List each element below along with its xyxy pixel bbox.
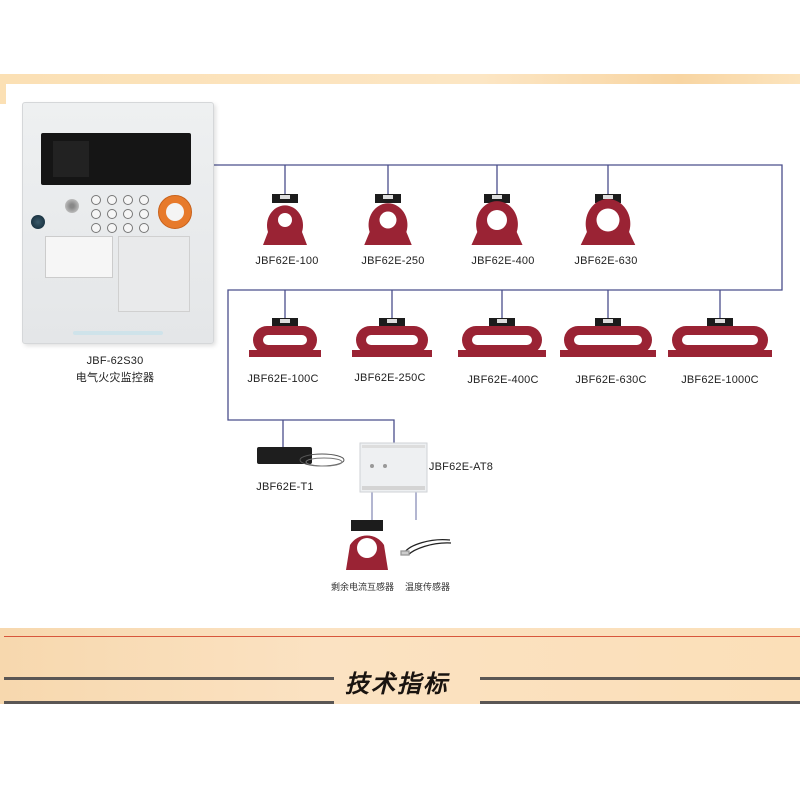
title-rule-left-lower — [4, 701, 334, 704]
oval-ct-image — [560, 318, 656, 357]
speaker-grille — [65, 199, 79, 213]
round-ct-label: JBF62E-100 — [255, 255, 319, 267]
residual-ct-image — [346, 520, 388, 570]
residual-ct-caption: 剩余电流互感器 — [331, 582, 395, 592]
at8-module — [359, 442, 428, 493]
left-decor-band — [0, 74, 6, 104]
controller-name: 电气火灾监控器 — [75, 372, 155, 384]
round-ct-label: JBF62E-250 — [361, 255, 425, 267]
module-drops — [371, 492, 417, 522]
t1-device — [257, 447, 345, 467]
round-ct-label: JBF62E-630 — [574, 255, 638, 267]
round-ct-drops — [284, 165, 609, 196]
oval-ct-label: JBF62E-630C — [575, 374, 647, 386]
front-window — [118, 236, 190, 312]
printer-slot — [45, 236, 113, 278]
oval-ct-image — [352, 318, 432, 357]
oval-ct-label: JBF62E-100C — [247, 373, 319, 385]
oval-ct-image — [668, 318, 772, 357]
oval-ct-image — [249, 318, 321, 357]
round-ct-image — [364, 194, 412, 245]
brand-strip — [73, 331, 163, 335]
oval-ct-label: JBF62E-250C — [354, 372, 426, 384]
t1-label: JBF62E-T1 — [256, 481, 314, 493]
oval-ct-drops — [284, 290, 721, 318]
oval-ct-image — [458, 318, 546, 357]
controller-cabinet — [22, 102, 214, 344]
title-rule-left — [4, 677, 334, 680]
section-header-band — [0, 628, 800, 704]
keypad — [91, 195, 151, 233]
section-title: 技术指标 — [345, 669, 449, 698]
key-lock-icon — [31, 215, 45, 229]
display-panel — [41, 133, 191, 185]
bus-wire — [212, 164, 783, 443]
lcd-screen — [53, 141, 89, 177]
round-ct-image — [471, 194, 523, 245]
controller-model: JBF-62S30 — [86, 355, 144, 367]
temp-sensor-caption: 温度传感器 — [405, 582, 451, 592]
title-rule-right-lower — [480, 701, 800, 704]
navigation-pad — [158, 195, 192, 229]
section-divider — [4, 636, 800, 637]
round-ct-image — [580, 194, 636, 245]
oval-ct-label: JBF62E-400C — [467, 374, 539, 386]
at8-label: JBF62E-AT8 — [428, 461, 494, 473]
temp-sensor-image — [400, 539, 452, 556]
top-decor-band — [0, 74, 800, 84]
oval-ct-label: JBF62E-1000C — [681, 374, 759, 386]
round-ct-label: JBF62E-400 — [471, 255, 535, 267]
title-rule-right — [480, 677, 800, 680]
round-ct-image — [263, 194, 307, 245]
